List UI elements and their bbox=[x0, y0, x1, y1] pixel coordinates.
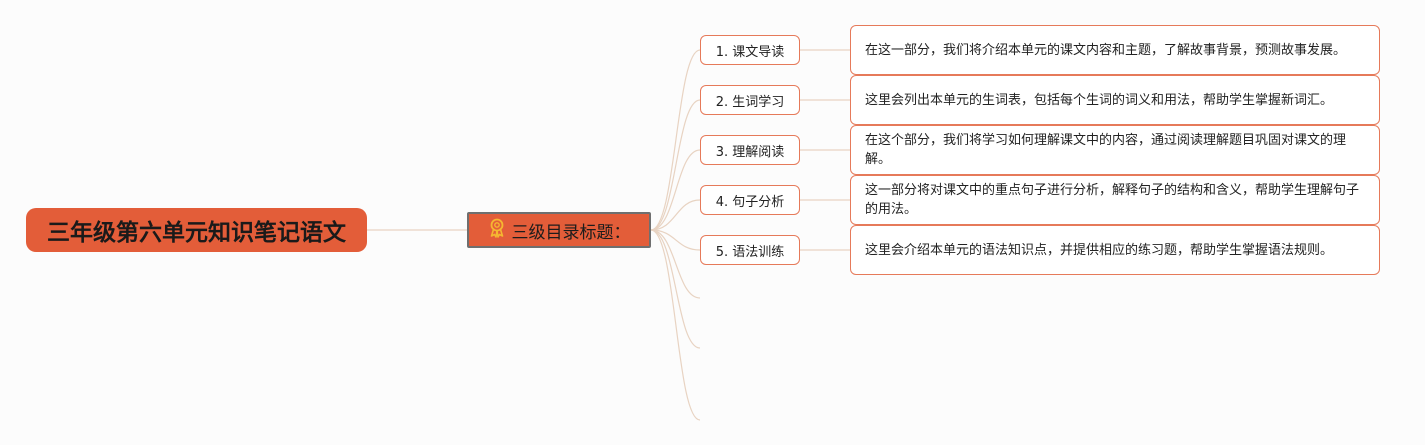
hub-item-connector-1 bbox=[650, 49, 701, 231]
hub-label: 三级目录标题： bbox=[511, 222, 631, 243]
note-text: 这里会介绍本单元的语法知识点，并提供相应的练习题，帮助学生掌握语法规则。 bbox=[865, 242, 1334, 258]
note-node-5[interactable]: 这里会介绍本单元的语法知识点，并提供相应的练习题，帮助学生掌握语法规则。 bbox=[850, 225, 1380, 275]
hub-item-connector-4 bbox=[650, 199, 701, 231]
award-ribbon-icon bbox=[488, 218, 506, 243]
note-text: 这里会列出本单元的生词表，包括每个生词的词义和用法，帮助学生掌握新词汇。 bbox=[865, 92, 1334, 108]
note-text: 这一部分将对课文中的重点句子进行分析，解释句子的结构和含义，帮助学生理解句子的用… bbox=[865, 183, 1360, 217]
note-node-3[interactable]: 在这个部分，我们将学习如何理解课文中的内容，通过阅读理解题目巩固对课文的理解。 bbox=[850, 125, 1380, 175]
topic-label: 5. 语法训练 bbox=[715, 244, 785, 260]
topic-node-5[interactable]: 5. 语法训练 bbox=[700, 235, 800, 265]
topic-node-1[interactable]: 1. 课文导读 bbox=[700, 35, 800, 65]
topic-label: 4. 句子分析 bbox=[715, 194, 785, 210]
topic-node-2[interactable]: 2. 生词学习 bbox=[700, 85, 800, 115]
hub-extra-connector-3 bbox=[650, 229, 701, 421]
note-text: 在这个部分，我们将学习如何理解课文中的内容，通过阅读理解题目巩固对课文的理解。 bbox=[865, 133, 1347, 167]
topic-label: 1. 课文导读 bbox=[715, 44, 785, 60]
hub-extra-connector-1 bbox=[650, 229, 701, 299]
hub-item-connector-5 bbox=[650, 229, 701, 251]
note-node-1[interactable]: 在这一部分，我们将介绍本单元的课文内容和主题，了解故事背景，预测故事发展。 bbox=[850, 25, 1380, 75]
hub-extra-connector-2 bbox=[650, 229, 701, 349]
note-node-4[interactable]: 这一部分将对课文中的重点句子进行分析，解释句子的结构和含义，帮助学生理解句子的用… bbox=[850, 175, 1380, 225]
note-text: 在这一部分，我们将介绍本单元的课文内容和主题，了解故事背景，预测故事发展。 bbox=[865, 42, 1347, 58]
root-node[interactable]: 三年级第六单元知识笔记语文 bbox=[26, 208, 367, 252]
note-node-2[interactable]: 这里会列出本单元的生词表，包括每个生词的词义和用法，帮助学生掌握新词汇。 bbox=[850, 75, 1380, 125]
topic-label: 3. 理解阅读 bbox=[715, 144, 785, 160]
topic-label: 2. 生词学习 bbox=[715, 94, 785, 110]
topic-node-3[interactable]: 3. 理解阅读 bbox=[700, 135, 800, 165]
root-title: 三年级第六单元知识笔记语文 bbox=[47, 220, 346, 246]
topic-node-4[interactable]: 4. 句子分析 bbox=[700, 185, 800, 215]
hub-node[interactable]: 三级目录标题： bbox=[467, 212, 651, 248]
hub-item-connector-3 bbox=[650, 149, 701, 231]
hub-item-connector-2 bbox=[650, 99, 701, 231]
